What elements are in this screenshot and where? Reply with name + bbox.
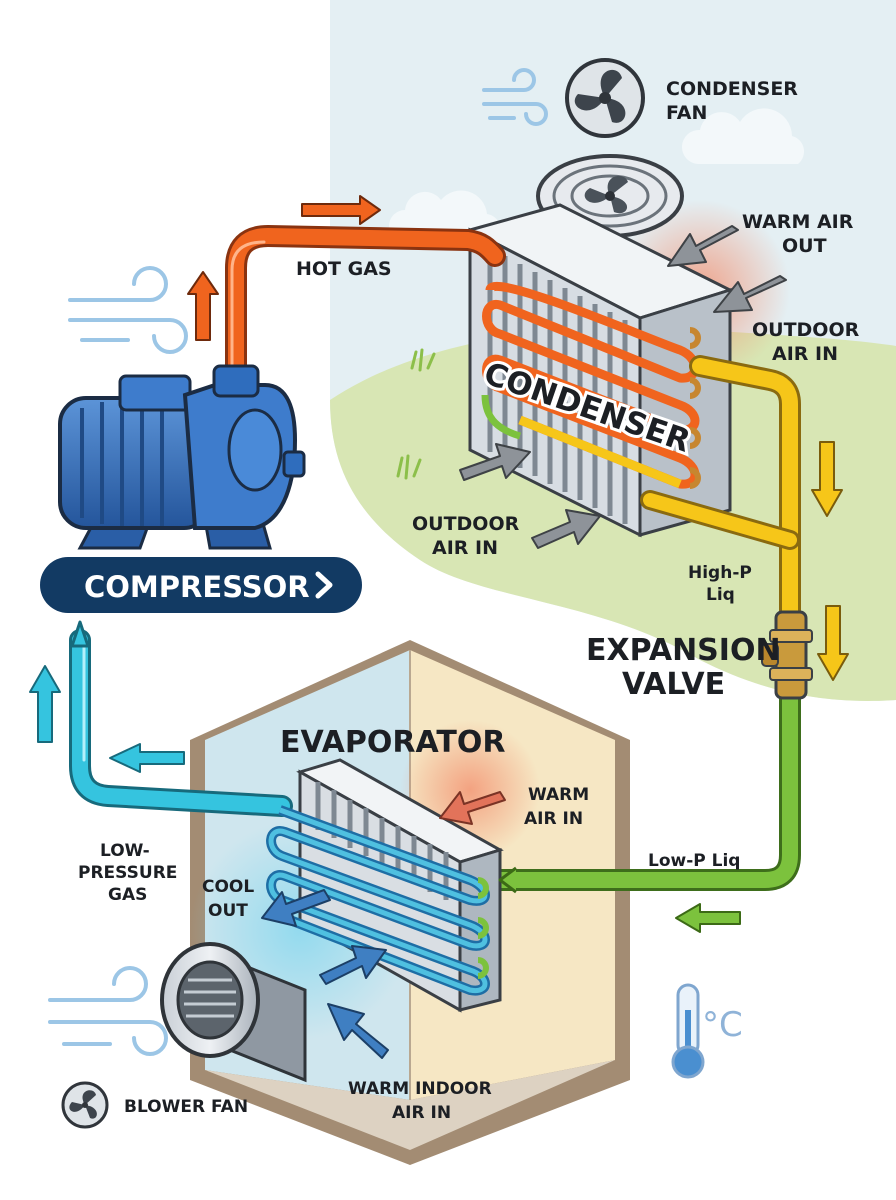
wind-icon xyxy=(48,966,168,1056)
warm-air-in-arrow xyxy=(439,791,506,825)
hot-gas-arrow-up xyxy=(187,271,219,341)
compressor-badge: COMPRESSOR xyxy=(40,557,362,613)
expansion-valve-icon xyxy=(761,610,813,700)
cool-in-arrow xyxy=(319,945,387,985)
wind-icon xyxy=(68,266,188,354)
compressor-label: COMPRESSOR xyxy=(84,570,310,604)
warm-air-out-label: WARM AIR OUT xyxy=(742,211,860,257)
hot-gas-label: HOT GAS xyxy=(296,258,392,280)
evaporator-unit xyxy=(266,758,504,1013)
outdoor-air-in-right-label: OUTDOOR AIR IN xyxy=(752,319,866,365)
warm-air-out-arrow-1 xyxy=(667,225,739,267)
low-pressure-arrow-up xyxy=(70,620,90,648)
cool-out-label: COOL OUT xyxy=(202,877,260,921)
compressor-icon xyxy=(58,364,306,550)
refrigerant-pipes xyxy=(69,225,801,891)
low-pressure-arrow-up-left xyxy=(29,665,61,743)
condenser-fan-icon xyxy=(565,58,645,138)
warm-air-in-label: WARM AIR IN xyxy=(524,785,595,829)
flow-arrows xyxy=(29,195,849,1059)
outdoor-air-in-arrow-1 xyxy=(459,443,531,481)
warm-air-out-arrow-2 xyxy=(713,275,787,313)
high-pressure-arrow-down xyxy=(811,441,843,517)
blower-fan-icon xyxy=(160,942,307,1083)
warm-indoor-air-in-arrow xyxy=(327,1003,389,1059)
celsius-label: °C xyxy=(702,1005,743,1045)
thermometer-icon xyxy=(671,983,705,1079)
labels: CONDENSER FAN WARM AIR OUT HOT GAS OUTDO… xyxy=(78,78,866,1123)
low-pressure-gas-label: LOW- PRESSURE GAS xyxy=(78,841,183,905)
low-p-liq-label: Low-P Liq xyxy=(648,851,740,871)
hot-gas-arrow-right xyxy=(301,195,381,225)
low-pressure-arrow-left-top xyxy=(109,743,185,773)
outdoor-air-in-arrow-2 xyxy=(531,509,601,549)
wind-icon xyxy=(482,68,548,126)
evaporator-label: EVAPORATOR xyxy=(280,725,505,760)
warm-indoor-air-in-label: WARM INDOOR AIR IN xyxy=(348,1079,498,1123)
high-p-liq-label: High-P Liq xyxy=(688,563,758,605)
condenser-fan-label: CONDENSER FAN xyxy=(666,78,805,124)
outdoor-air-in-bottom-label: OUTDOOR AIR IN xyxy=(412,513,526,559)
blower-fan-label: BLOWER FAN xyxy=(124,1097,248,1117)
small-fan-icon xyxy=(61,1081,109,1129)
expansion-arrow-down xyxy=(817,605,849,681)
expansion-valve-label: EXPANSION VALVE xyxy=(586,633,791,702)
cool-out-arrow xyxy=(261,889,331,927)
low-pressure-arrow-left xyxy=(675,903,741,933)
